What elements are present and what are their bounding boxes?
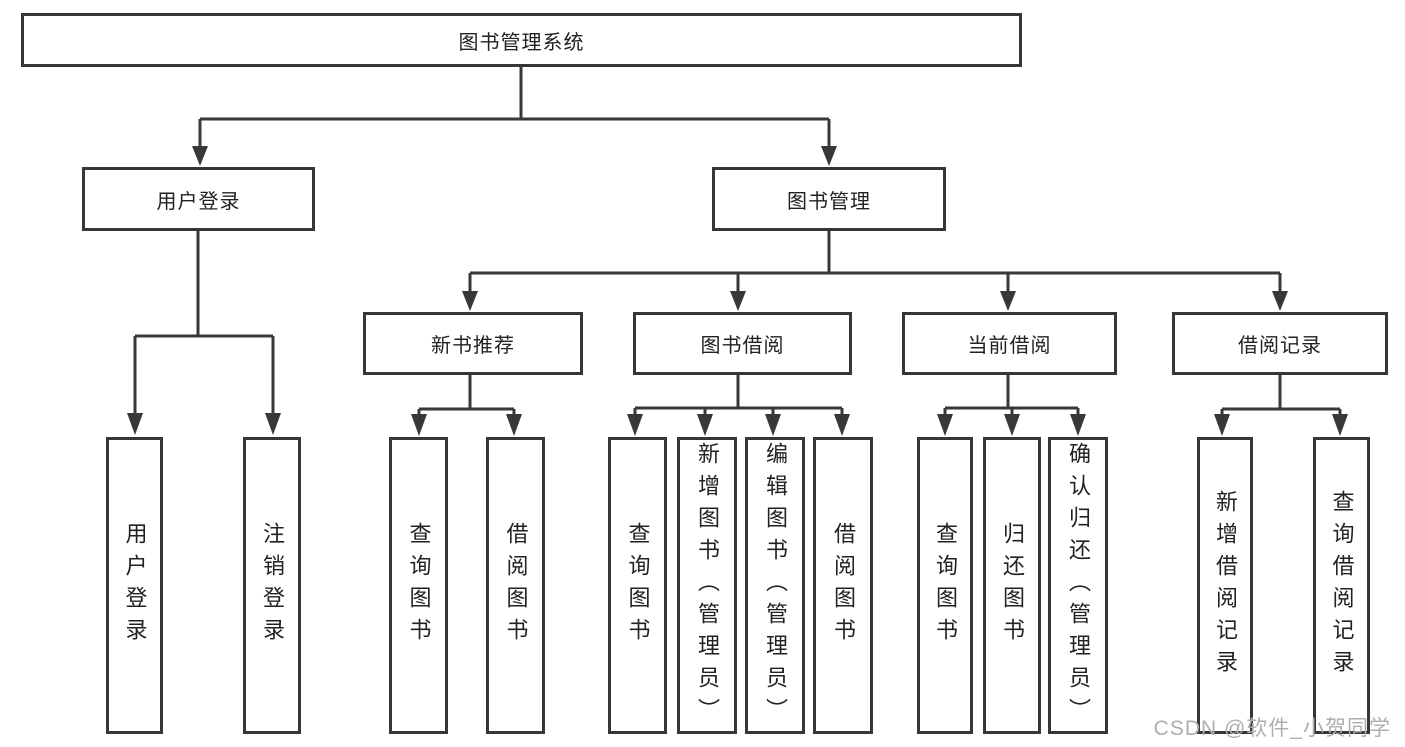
leaf-user-login-label: 用户登录 [122, 521, 148, 650]
leaf-confirm-return-admin: 确认归还（管理员） [1048, 437, 1108, 734]
leaf-query-books-current: 查询图书 [917, 437, 973, 734]
leaf-add-borrow-record-label: 新增借阅记录 [1213, 489, 1238, 682]
leaf-add-borrow-record: 新增借阅记录 [1197, 437, 1253, 734]
node-book-borrow-label: 图书借阅 [700, 335, 785, 357]
leaf-user-login: 用户登录 [106, 437, 163, 734]
node-current-borrow-label: 当前借阅 [967, 335, 1052, 357]
node-book-borrow: 图书借阅 [633, 312, 852, 375]
node-current-borrow: 当前借阅 [902, 312, 1117, 375]
node-root-label: 图书管理系统 [458, 31, 585, 54]
node-root-library-management-system: 图书管理系统 [21, 13, 1022, 67]
node-borrow-record-label: 借阅记录 [1238, 335, 1322, 357]
csdn-watermark: CSDN @软件_小贺同学 [1153, 717, 1391, 740]
leaf-logout: 注销登录 [243, 437, 301, 734]
leaf-add-books-admin-label: 新增图书（管理员） [695, 441, 720, 730]
leaf-borrow-books: 借阅图书 [813, 437, 873, 734]
leaf-logout-label: 注销登录 [260, 521, 285, 650]
node-new-book-recommend-label: 新书推荐 [431, 335, 515, 357]
leaf-query-books-current-label: 查询图书 [933, 521, 958, 650]
leaf-borrow-books-label: 借阅图书 [831, 521, 856, 650]
node-user-login-label: 用户登录 [156, 190, 241, 213]
leaf-query-books-borrow-label: 查询图书 [625, 521, 651, 650]
node-book-management: 图书管理 [712, 167, 946, 231]
leaf-edit-books-admin: 编辑图书（管理员） [745, 437, 805, 734]
leaf-add-books-admin: 新增图书（管理员） [677, 437, 737, 734]
leaf-query-books-borrow: 查询图书 [608, 437, 667, 734]
leaf-query-books-recommend: 查询图书 [389, 437, 448, 734]
leaf-return-books-label: 归还图书 [1000, 521, 1025, 650]
leaf-query-books-recommend-label: 查询图书 [406, 521, 432, 650]
leaf-return-books: 归还图书 [983, 437, 1041, 734]
node-borrow-record: 借阅记录 [1172, 312, 1388, 375]
node-new-book-recommend: 新书推荐 [363, 312, 583, 375]
node-user-login: 用户登录 [82, 167, 315, 231]
node-book-management-label: 图书管理 [787, 190, 871, 213]
leaf-query-borrow-record-label: 查询借阅记录 [1329, 489, 1355, 682]
leaf-borrow-books-recommend: 借阅图书 [486, 437, 545, 734]
leaf-borrow-books-recommend-label: 借阅图书 [503, 521, 529, 650]
leaf-query-borrow-record: 查询借阅记录 [1313, 437, 1370, 734]
leaf-edit-books-admin-label: 编辑图书（管理员） [763, 441, 788, 730]
leaf-confirm-return-admin-label: 确认归还（管理员） [1066, 441, 1091, 730]
